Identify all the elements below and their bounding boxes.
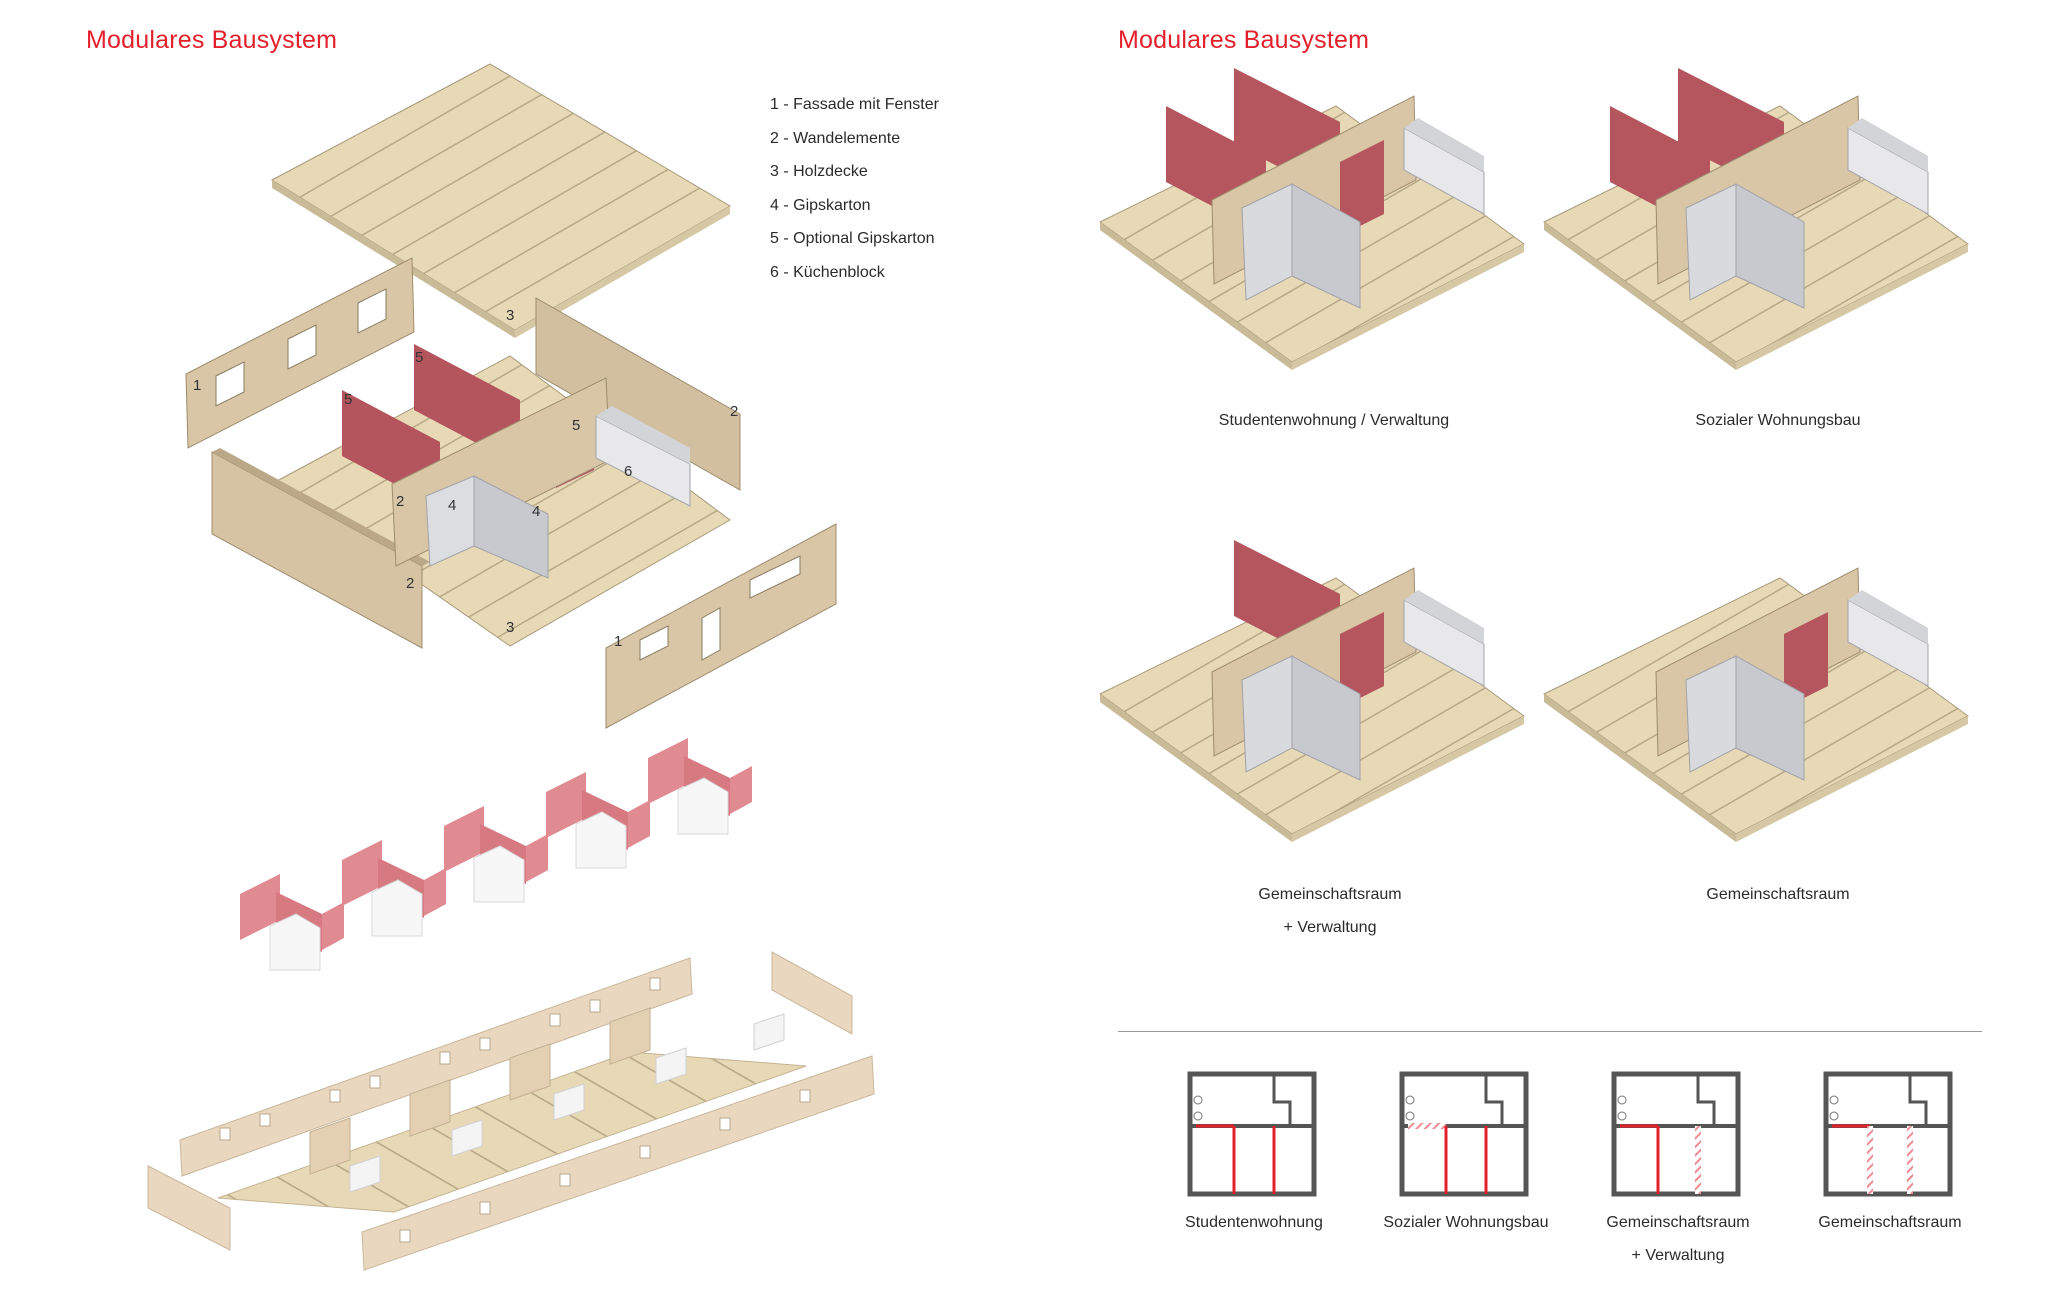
strip-end-wall-right <box>771 951 853 1035</box>
gypsum-box <box>1291 655 1361 781</box>
label-number: 4 <box>448 497 456 514</box>
label-number: 1 <box>193 377 201 394</box>
caption-line: Sozialer Wohnungsbau <box>1695 412 1861 429</box>
exploded-axonometric: 3 1 5 5 2 5 6 2 4 4 2 3 1 <box>185 63 837 729</box>
plan-caption-gemeinschaftsraum: Gemeinschaftsraum <box>1818 1206 1961 1239</box>
kitchen-block-top <box>1404 590 1484 644</box>
kitchen-block-top <box>1404 118 1484 172</box>
caption-line: Studentenwohnung / Verwaltung <box>1218 412 1450 429</box>
variant-caption-gemeinschaftsraum-verwaltung: Gemeinschaftsraum + Verwaltung <box>1258 878 1401 944</box>
component-legend: 1 - Fassade mit Fenster 2 - Wandelemente… <box>770 88 939 290</box>
plan-gemeinschaftsraum-verwaltung <box>1611 1071 1741 1197</box>
label-number: 2 <box>730 403 738 420</box>
caption-line: Gemeinschaftsraum <box>1606 1214 1750 1231</box>
legend-item-holzdecke: 3 - Holzdecke <box>770 163 868 181</box>
strip-end-wall-left <box>147 1165 231 1251</box>
variant-module <box>1543 68 1969 370</box>
legend-item-wandelemente: 2 - Wandelemente <box>770 129 901 147</box>
module-floor-edge <box>1100 222 1292 370</box>
module-floor-edge <box>1292 244 1524 370</box>
plan-caption-gemeinschaftsraum-verwaltung: Gemeinschaftsraum + Verwaltung <box>1606 1206 1749 1272</box>
plan-caption-studentenwohnung: Studentenwohnung <box>1185 1206 1323 1239</box>
strip-front-facade <box>361 1055 875 1271</box>
caption-line: Sozialer Wohnungsbau <box>1383 1214 1549 1231</box>
kitchen-block-top <box>1848 590 1928 644</box>
optional-gypsum-panel <box>1340 140 1384 236</box>
module-floor-edge <box>1100 694 1292 842</box>
module-floor-edge <box>1292 716 1524 842</box>
wall-element-right <box>535 297 741 491</box>
label-number: 5 <box>415 349 423 366</box>
legend-item-kuechenblock: 6 - Küchenblock <box>770 263 885 281</box>
page-title-right: Modulares Bausystem <box>1118 26 1370 54</box>
floor-plans <box>1187 1071 1953 1197</box>
label-number: 1 <box>614 633 622 650</box>
label-number: 6 <box>624 463 632 480</box>
module-series <box>240 738 752 971</box>
label-number: 5 <box>344 391 352 408</box>
label-number: 4 <box>532 503 540 520</box>
gypsum-box <box>1735 183 1805 309</box>
plan-sozialer-wohnungsbau <box>1399 1071 1529 1197</box>
section-divider <box>1118 1031 1982 1032</box>
plan-caption-sozialer-wohnungsbau: Sozialer Wohnungsbau <box>1383 1206 1548 1239</box>
module-floor-edge <box>1736 244 1968 370</box>
caption-line: Gemeinschaftsraum <box>1706 886 1850 903</box>
gypsum-box <box>1735 655 1805 781</box>
caption-line: Gemeinschaftsraum <box>1258 886 1402 903</box>
plan-gemeinschaftsraum <box>1823 1071 1953 1197</box>
label-number: 3 <box>506 619 514 636</box>
caption-line: + Verwaltung <box>1283 919 1377 936</box>
module-floor-edge <box>1736 716 1968 842</box>
label-number: 2 <box>406 575 414 592</box>
variant-module <box>1099 540 1525 842</box>
legend-item-gipskarton: 4 - Gipskarton <box>770 196 871 214</box>
label-number: 3 <box>506 307 514 324</box>
variant-caption-studentenwohnung: Studentenwohnung / Verwaltung <box>1219 404 1449 437</box>
caption-line: + Verwaltung <box>1631 1247 1725 1264</box>
caption-line: Studentenwohnung <box>1185 1214 1323 1231</box>
building-strip <box>147 951 875 1271</box>
variant-caption-sozialer-wohnungsbau: Sozialer Wohnungsbau <box>1695 404 1860 437</box>
page-title-left: Modulares Bausystem <box>86 26 338 54</box>
legend-item-fassade: 1 - Fassade mit Fenster <box>770 96 939 113</box>
variant-modules <box>1099 68 1969 842</box>
caption-line: Gemeinschaftsraum <box>1818 1214 1962 1231</box>
gypsum-box <box>1291 183 1361 309</box>
legend-item-optional-gipskarton: 5 - Optional Gipskarton <box>770 230 935 248</box>
optional-gypsum-panel <box>1784 612 1828 708</box>
variant-caption-gemeinschaftsraum: Gemeinschaftsraum <box>1706 878 1849 911</box>
module-floor-edge <box>1544 222 1736 370</box>
variant-module <box>1099 68 1525 370</box>
label-number: 5 <box>572 417 580 434</box>
module-floor-edge <box>1544 694 1736 842</box>
kitchen-block-top <box>1848 118 1928 172</box>
variant-module <box>1543 567 1969 842</box>
optional-gypsum-panel <box>1340 612 1384 708</box>
strip-back-facade <box>179 957 693 1177</box>
plan-studentenwohnung <box>1187 1071 1317 1197</box>
label-number: 2 <box>396 493 404 510</box>
ceiling-panel <box>270 63 731 331</box>
